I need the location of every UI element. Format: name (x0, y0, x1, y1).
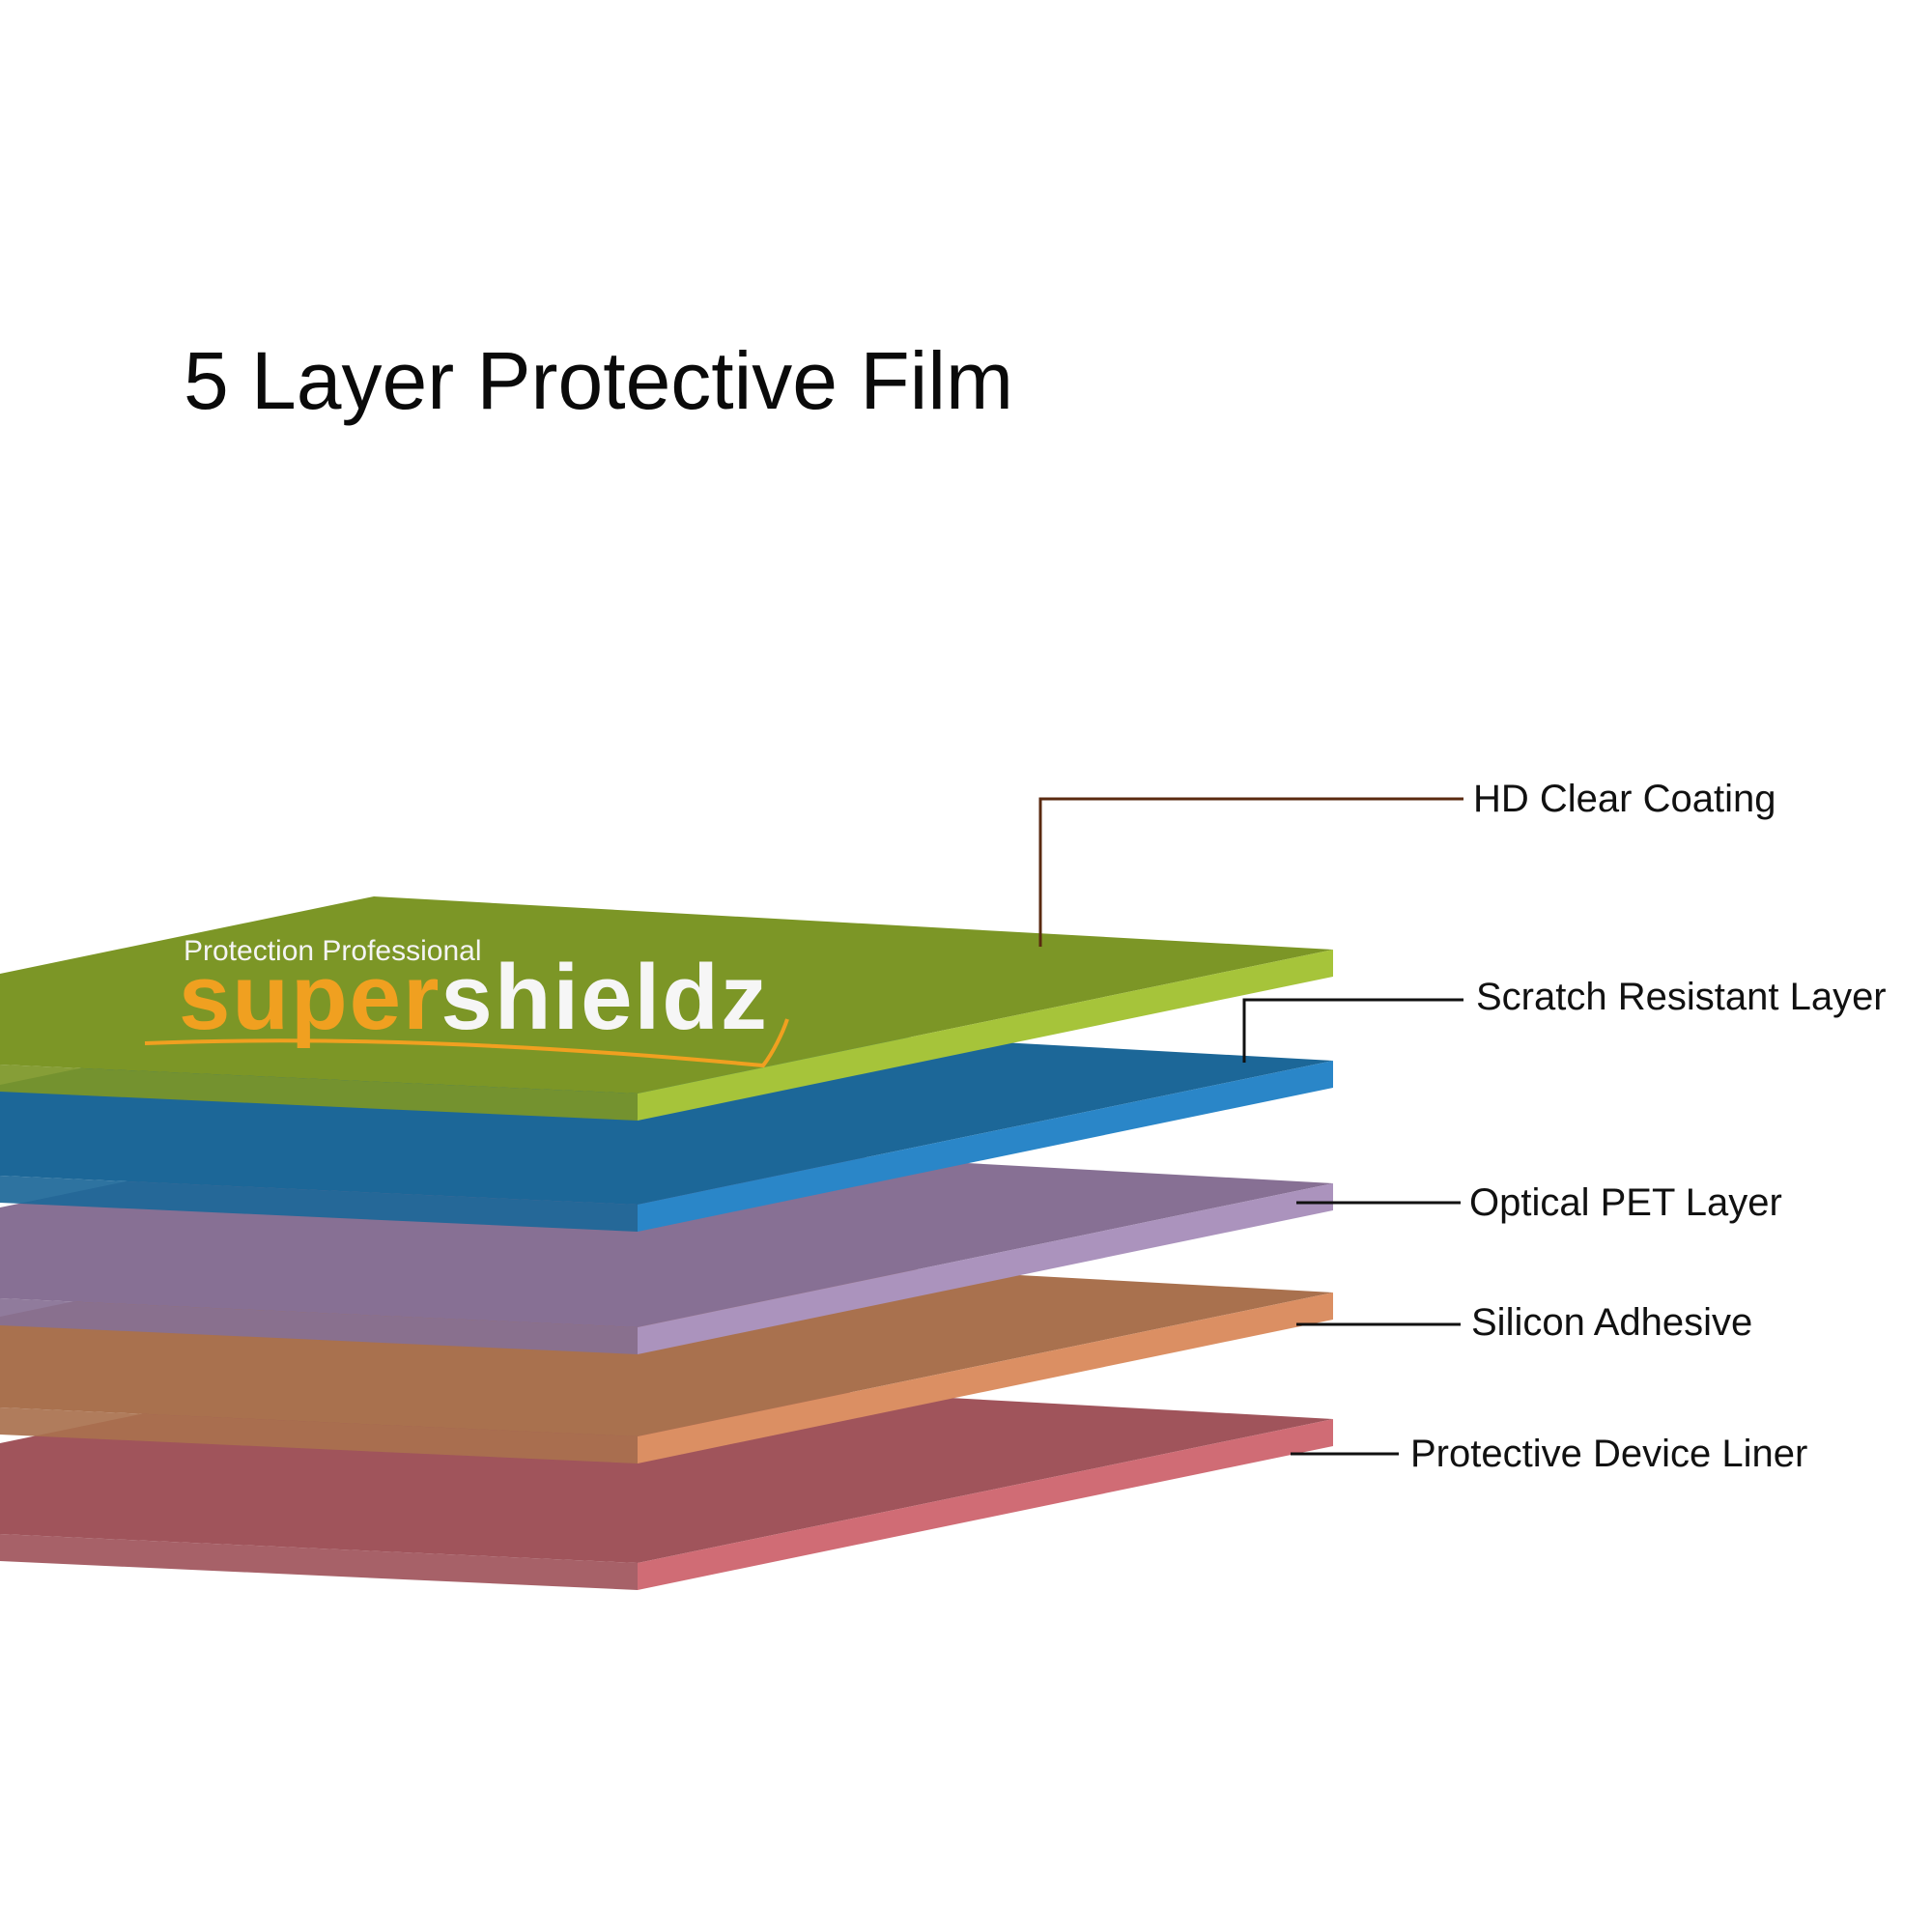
layer-front-edge (0, 1176, 638, 1232)
layer-right-edge (638, 1183, 1333, 1354)
layer-front-edge (0, 1298, 638, 1354)
logo-wordmark-super: super (179, 946, 441, 1049)
callout-line-hd-clear-coating (1038, 797, 1463, 947)
layer-front-edge (0, 1065, 638, 1121)
logo-swoosh (144, 1018, 789, 1068)
diagram-title: 5 Layer Protective Film (184, 335, 1013, 426)
brand-logo-wordmark: supershieldz (179, 952, 769, 1044)
label-optical-pet-layer: Optical PET Layer (1469, 1181, 1782, 1224)
label-scratch-resistant-layer: Scratch Resistant Layer (1476, 976, 1887, 1018)
layer-front-edge (0, 1534, 638, 1590)
label-protective-device-liner: Protective Device Liner (1410, 1433, 1808, 1475)
layer-right-edge (638, 950, 1333, 1121)
logo-tagline: Protection Professional (184, 935, 482, 967)
logo-wordmark-shieldz: shieldz (440, 946, 769, 1049)
label-hd-clear-coating: HD Clear Coating (1473, 778, 1776, 820)
layer-right-edge (638, 1293, 1333, 1463)
layer-right-edge (638, 1419, 1333, 1590)
layer-top-face (0, 896, 1333, 1094)
callout-line-scratch-resistant-layer (1242, 998, 1463, 1063)
label-silicon-adhesive: Silicon Adhesive (1471, 1301, 1753, 1344)
layer-right-edge (638, 1061, 1333, 1232)
layer-hd-clear-coating (0, 896, 1333, 1121)
layer-front-edge (0, 1407, 638, 1463)
